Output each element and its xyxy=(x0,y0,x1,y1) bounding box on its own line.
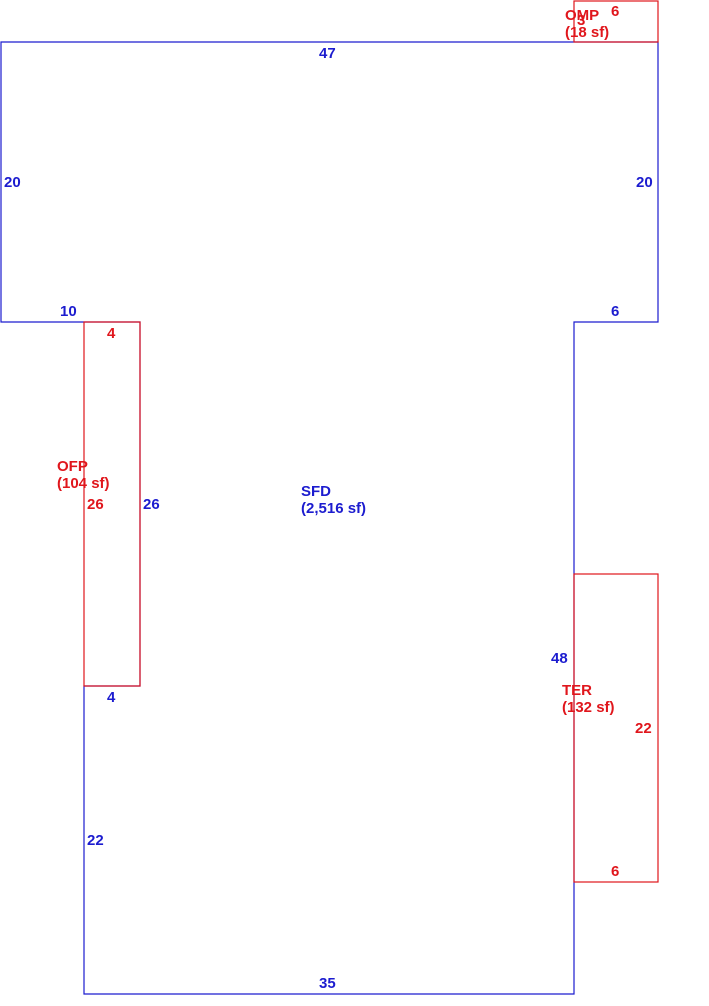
dim-sfd-bottom: 35 xyxy=(319,975,336,992)
sfd-label: SFD xyxy=(301,483,331,500)
dim-sfd-right-upper: 20 xyxy=(636,174,653,191)
dim-ofp-top: 4 xyxy=(107,325,116,342)
dim-ter-bottom: 6 xyxy=(611,863,619,880)
ofp-outline xyxy=(83,321,141,687)
dim-sfd-right-lower: 48 xyxy=(551,650,568,667)
dim-omp-width: 6 xyxy=(611,3,619,20)
ter-outline xyxy=(573,573,659,883)
dim-sfd-step: 4 xyxy=(107,689,116,706)
omp-outline xyxy=(573,0,659,43)
sfd-area: (2,516 sf) xyxy=(301,500,366,517)
sfd-outline xyxy=(0,41,659,995)
omp-label: OMP xyxy=(565,7,599,24)
dim-sfd-top: 47 xyxy=(319,45,336,62)
ofp-label: OFP xyxy=(57,458,88,475)
dim-sfd-notch-left: 10 xyxy=(60,303,77,320)
dim-sfd-left-lower: 22 xyxy=(87,832,104,849)
ter-area: (132 sf) xyxy=(562,699,615,716)
dim-sfd-left-upper: 20 xyxy=(4,174,21,191)
dim-ofp-side: 26 xyxy=(87,496,104,513)
dim-ter-side: 22 xyxy=(635,720,652,737)
dim-sfd-notch-right: 6 xyxy=(611,303,619,320)
dim-sfd-ofp-side: 26 xyxy=(143,496,160,513)
dim-omp-height: 3 xyxy=(577,12,585,29)
ter-label: TER xyxy=(562,682,592,699)
ofp-area: (104 sf) xyxy=(57,475,110,492)
omp-area: (18 sf) xyxy=(565,24,609,41)
